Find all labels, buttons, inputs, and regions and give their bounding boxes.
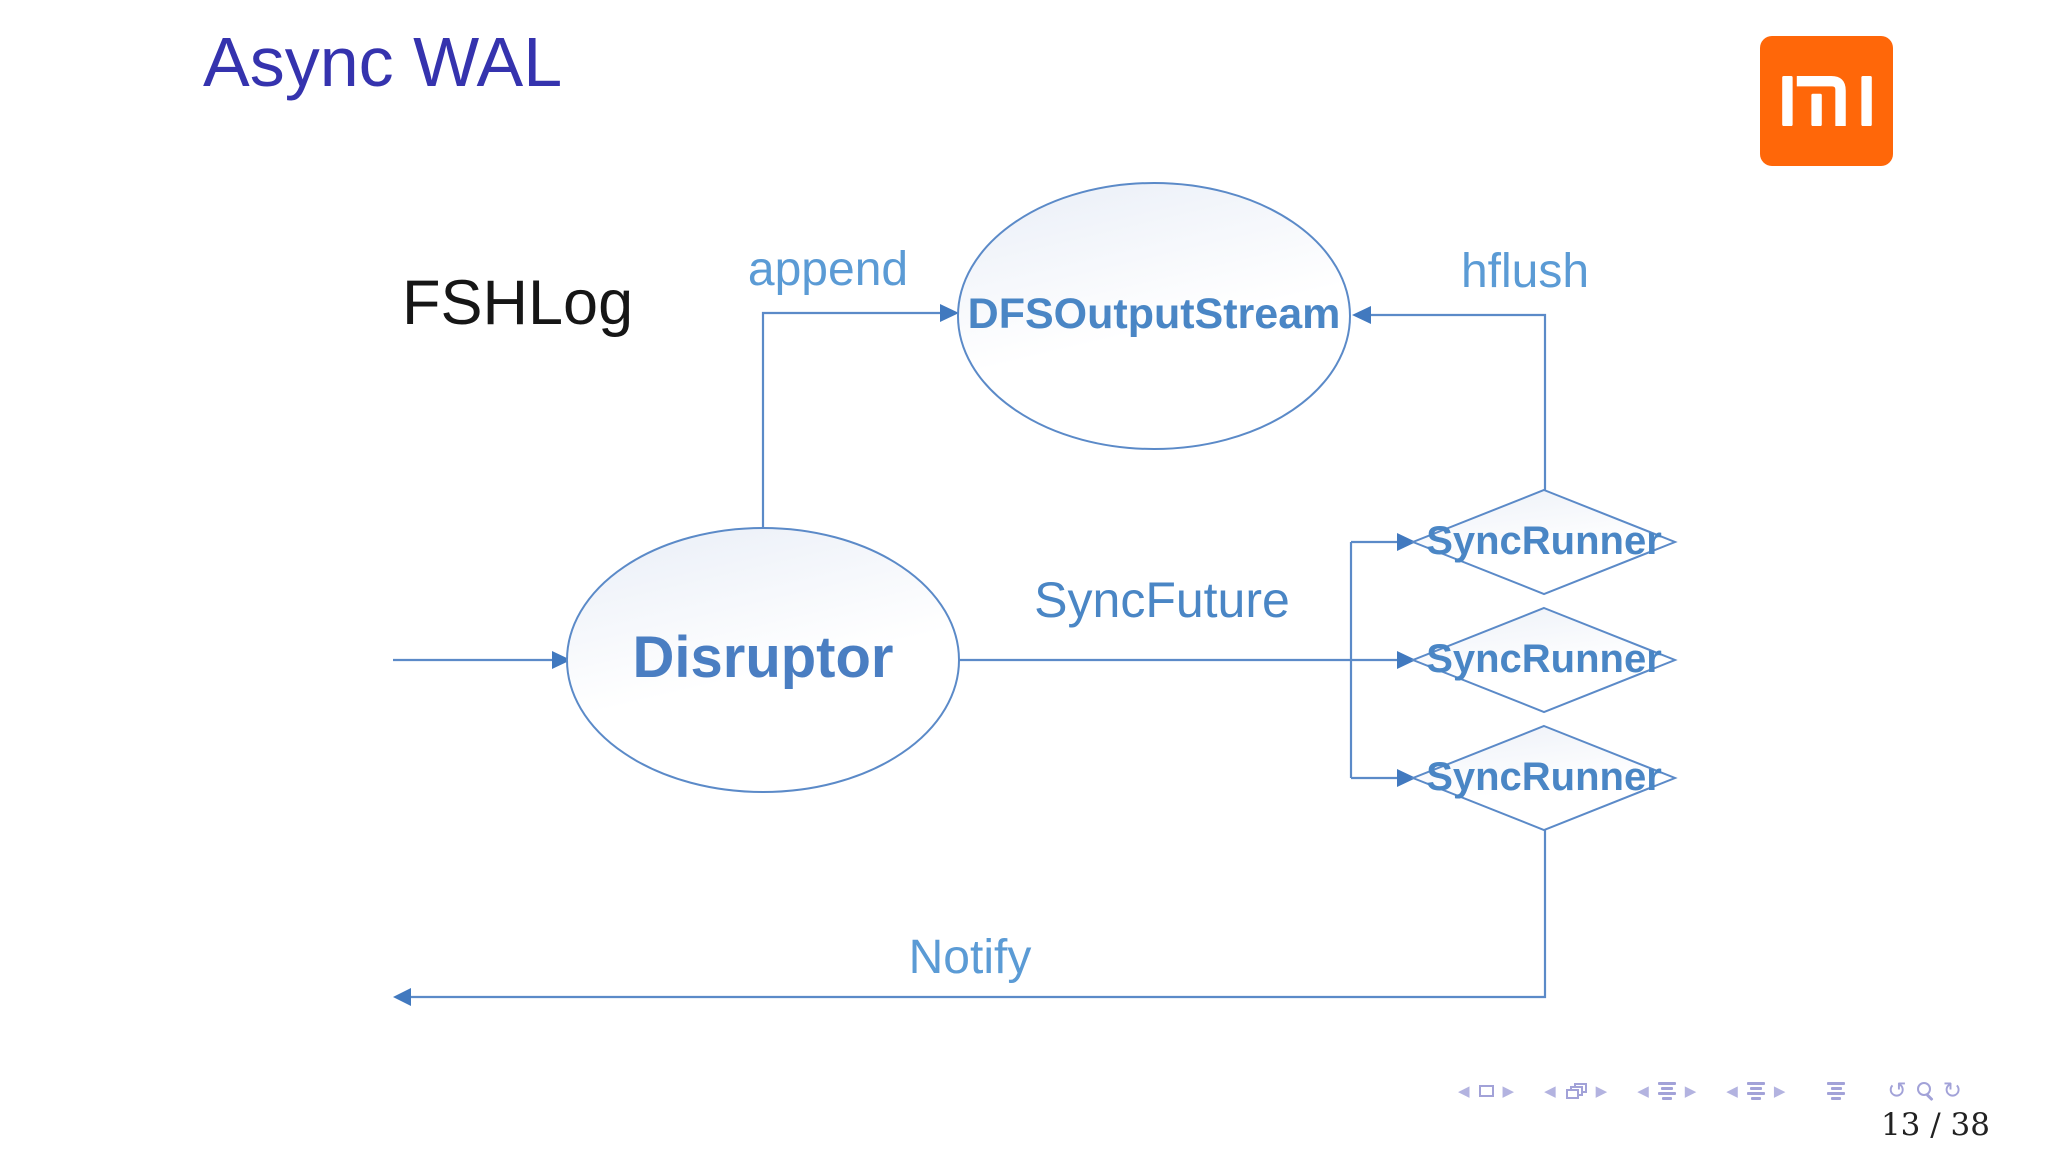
hflush-edge bbox=[1371, 313, 1547, 491]
disruptor-node bbox=[566, 527, 960, 793]
arrowhead-append bbox=[940, 304, 959, 322]
append-edge bbox=[761, 311, 940, 528]
appendix-outline-icon[interactable] bbox=[1827, 1082, 1846, 1100]
dfsoutputstream-label: DFSOutputStream bbox=[967, 290, 1341, 338]
next-group-icon[interactable]: ▶ bbox=[1595, 1081, 1608, 1100]
fshlog-label: FSHLog bbox=[402, 268, 634, 338]
beamer-navigation-bar: ◀ ▶ ◀ ▶ ◀ ▶ ◀ ▶ ↺ ↻ bbox=[1458, 1076, 1962, 1106]
dfsoutputstream-node bbox=[957, 182, 1351, 450]
prev-subsection-icon[interactable]: ◀ bbox=[1726, 1081, 1738, 1100]
syncrunner-label-1: SyncRunner bbox=[1426, 519, 1662, 563]
syncrunner-label-2: SyncRunner bbox=[1426, 637, 1662, 681]
disruptor-label: Disruptor bbox=[632, 625, 894, 690]
syncrunner-node-2 bbox=[1410, 606, 1678, 714]
page-indicator: 13 / 38 bbox=[1880, 1107, 1990, 1143]
frame-stack-icon[interactable] bbox=[1565, 1082, 1587, 1100]
subsection-outline-icon[interactable] bbox=[1746, 1082, 1765, 1100]
syncrunner-node-3 bbox=[1410, 724, 1678, 832]
syncrunner-node-1 bbox=[1410, 488, 1678, 596]
prev-group-icon[interactable]: ◀ bbox=[1544, 1081, 1556, 1100]
section-outline-icon[interactable] bbox=[1657, 1082, 1676, 1100]
arrowhead-notify bbox=[393, 988, 411, 1006]
syncfuture-edge-label: SyncFuture bbox=[1034, 572, 1290, 628]
arrowhead-syncrunner-1 bbox=[1397, 533, 1416, 551]
frame-icon[interactable] bbox=[1478, 1085, 1494, 1097]
xiaomi-logo bbox=[1760, 36, 1893, 166]
syncrunner-label-3: SyncRunner bbox=[1426, 755, 1662, 799]
arrowhead-syncrunner-3 bbox=[1397, 769, 1416, 787]
notify-edge-label: Notify bbox=[908, 931, 1032, 984]
arrowhead-hflush bbox=[1352, 306, 1371, 324]
prev-section-icon[interactable]: ◀ bbox=[1637, 1081, 1649, 1100]
slide-title: Async WAL bbox=[203, 23, 563, 101]
arrowhead-into-disruptor bbox=[552, 651, 571, 669]
append-edge-label: append bbox=[747, 243, 909, 296]
arrowhead-syncrunner-2 bbox=[1397, 651, 1416, 669]
next-subsection-icon[interactable]: ▶ bbox=[1773, 1081, 1786, 1100]
redo-icon[interactable]: ↻ bbox=[1942, 1077, 1962, 1104]
next-section-icon[interactable]: ▶ bbox=[1684, 1081, 1697, 1100]
next-frame-icon[interactable]: ▶ bbox=[1502, 1081, 1515, 1100]
mi-logo-glyph bbox=[1781, 76, 1872, 126]
search-icon[interactable] bbox=[1916, 1082, 1934, 1100]
notify-edge bbox=[411, 830, 1547, 999]
undo-icon[interactable]: ↺ bbox=[1887, 1077, 1907, 1104]
hflush-edge-label: hflush bbox=[1460, 245, 1590, 298]
prev-frame-icon[interactable]: ◀ bbox=[1458, 1081, 1470, 1100]
